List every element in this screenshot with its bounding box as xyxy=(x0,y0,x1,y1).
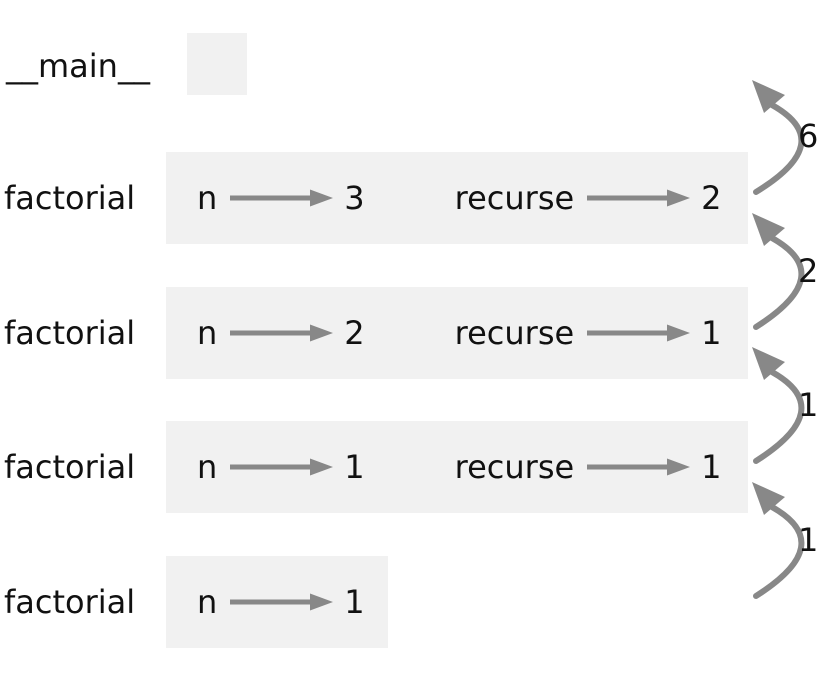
frame-label-factorial: factorial xyxy=(4,448,136,486)
variable-name: n xyxy=(197,179,218,217)
frame-box: n 1 recurse 1 xyxy=(166,421,748,513)
variable-value: 1 xyxy=(344,583,365,621)
return-arrow xyxy=(752,213,805,330)
return-value-label: 1 xyxy=(798,521,819,559)
binding-arrow-icon xyxy=(230,593,334,611)
variable-value: 3 xyxy=(344,179,365,217)
binding-arrow-icon xyxy=(587,189,691,207)
binding-arrow-icon xyxy=(230,458,334,476)
return-arrow xyxy=(752,482,805,599)
return-value-label: 6 xyxy=(798,117,819,155)
return-arrow xyxy=(752,347,805,464)
frame-box: n 3 recurse 2 xyxy=(166,152,748,244)
variable-binding: recurse 2 xyxy=(455,179,722,217)
return-arrow xyxy=(752,80,805,195)
variable-binding: n 3 xyxy=(197,179,365,217)
frame-label-main: __main__ xyxy=(6,47,150,85)
variable-name: n xyxy=(197,314,218,352)
variable-name: recurse xyxy=(454,448,575,486)
variable-binding: recurse 1 xyxy=(455,314,722,352)
variable-binding: n 1 xyxy=(197,583,365,621)
binding-arrow-icon xyxy=(230,324,334,342)
variable-value: 1 xyxy=(701,314,722,352)
variable-value: 2 xyxy=(344,314,365,352)
frame-label-factorial: factorial xyxy=(4,314,136,352)
variable-binding: n 2 xyxy=(197,314,365,352)
frame-label-factorial: factorial xyxy=(4,179,136,217)
variable-binding: recurse 1 xyxy=(455,448,722,486)
variable-name: recurse xyxy=(454,179,575,217)
binding-arrow-icon xyxy=(230,189,334,207)
variable-value: 1 xyxy=(344,448,365,486)
binding-arrow-icon xyxy=(587,324,691,342)
binding-arrow-icon xyxy=(587,458,691,476)
frame-box: n 1 xyxy=(166,556,388,648)
frame-label-factorial: factorial xyxy=(4,583,136,621)
variable-name: recurse xyxy=(454,314,575,352)
return-value-label: 2 xyxy=(798,252,819,290)
variable-name: n xyxy=(197,448,218,486)
frame-box: n 2 recurse 1 xyxy=(166,287,748,379)
main-frame-box xyxy=(187,33,247,95)
variable-binding: n 1 xyxy=(197,448,365,486)
variable-name: n xyxy=(197,583,218,621)
return-value-label: 1 xyxy=(798,386,819,424)
variable-value: 2 xyxy=(701,179,722,217)
variable-value: 1 xyxy=(701,448,722,486)
